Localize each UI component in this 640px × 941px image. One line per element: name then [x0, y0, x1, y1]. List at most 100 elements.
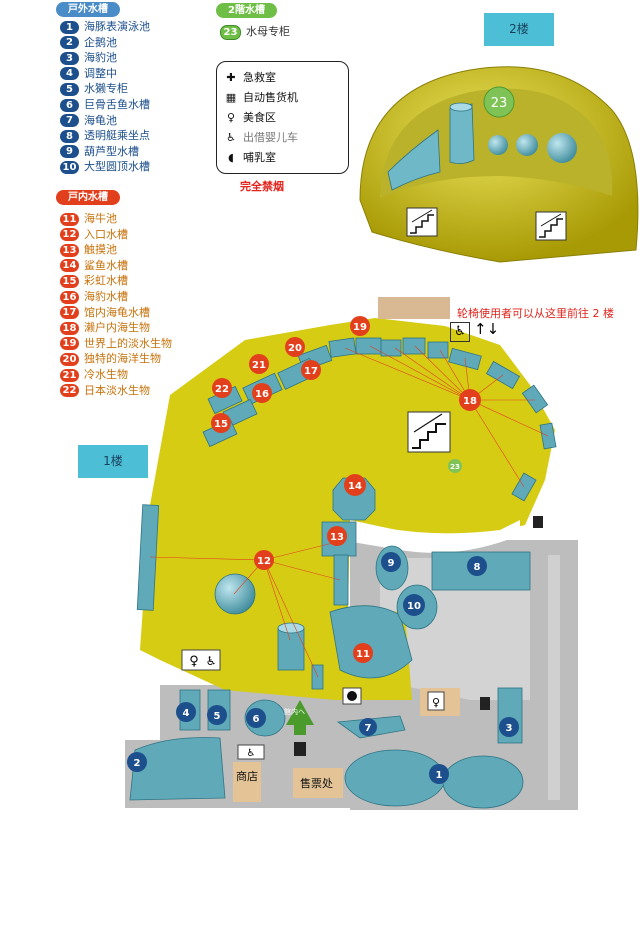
svg-text:4: 4 [183, 708, 190, 719]
floor2-header: 2階水槽 [216, 3, 277, 18]
svg-text:6: 6 [253, 714, 260, 725]
svg-text:23: 23 [450, 463, 460, 471]
legend-item: 13 触摸池 [60, 242, 117, 258]
tank-label: 企鹅池 [84, 35, 117, 49]
legend-item: 20 独特的海洋生物 [60, 351, 161, 367]
svg-text:8: 8 [474, 562, 481, 573]
nursing-icon: ◖ [228, 151, 234, 164]
svg-text:17: 17 [304, 366, 318, 377]
tank-label: 独特的海洋生物 [84, 352, 161, 366]
tank-number: 12 [60, 228, 79, 242]
wheelchair-icon: ♿ [450, 322, 470, 342]
stairs-icon [406, 207, 438, 237]
first-aid-icon [342, 687, 362, 705]
stroller-icon: ♿ [226, 131, 236, 144]
restroom-icon: ♀ ♿ [181, 649, 221, 671]
svg-text:12: 12 [257, 556, 271, 567]
tank-number: 6 [60, 98, 79, 112]
legend-item: 12 入口水槽 [60, 227, 128, 243]
svg-text:18: 18 [463, 396, 477, 407]
tank-label: 大型圆顶水槽 [84, 160, 150, 174]
tank-label: 水獭专柜 [84, 82, 128, 96]
shop-label: 商店 [236, 770, 258, 783]
wheelchair-note: 轮椅使用者可以从这里前往 2 楼 [457, 307, 614, 320]
facility-label: 美食区 [243, 111, 276, 124]
tank-label: 冷水生物 [84, 368, 128, 381]
tank-number: 20 [60, 352, 79, 366]
facility-label: 急救室 [243, 71, 276, 84]
svg-text:21: 21 [252, 360, 266, 371]
svg-text:♿: ♿ [206, 654, 217, 668]
elevator-arrows-icon: ↑↓ [474, 320, 500, 338]
tank-label: 世界上的淡水生物 [84, 336, 172, 350]
no-smoking-note: 完全禁烟 [240, 180, 284, 193]
tank-label: 触摸池 [84, 243, 117, 257]
tank-label: 海豹池 [84, 51, 117, 65]
tank-number: 13 [60, 243, 79, 257]
outdoor-header: 戸外水槽 [56, 2, 120, 17]
tank-label: 葫芦型水槽 [84, 144, 139, 158]
floor1-label: 1楼 [78, 445, 148, 478]
svg-text:20: 20 [288, 343, 302, 354]
tank-label: 濑户内海生物 [84, 321, 150, 335]
tank-number: 15 [60, 274, 79, 288]
svg-text:22: 22 [215, 384, 229, 395]
svg-text:♀: ♀ [189, 654, 199, 669]
tank-label: 巨骨舌鱼水槽 [84, 98, 150, 111]
entrance-label: 館内へ [284, 708, 305, 716]
legend-item: 11 海牛池 [60, 211, 117, 227]
svg-text:23: 23 [491, 96, 508, 111]
legend-item: 15 彩虹水槽 [60, 273, 128, 289]
legend-item: 10 大型圆顶水槽 [60, 159, 150, 175]
svg-text:♀: ♀ [432, 696, 440, 709]
tank-number: 23 [220, 24, 241, 40]
legend-item: 6 巨骨舌鱼水槽 [60, 97, 150, 113]
first-aid-icon: ✚ [226, 71, 236, 84]
tank-number: 10 [60, 160, 79, 174]
svg-text:5: 5 [214, 711, 221, 722]
tank-label: 彩虹水槽 [84, 274, 128, 288]
tank-label: 入口水槽 [84, 227, 128, 241]
svg-text:10: 10 [407, 601, 421, 612]
facility-item: ♀ 美食区 [225, 109, 276, 125]
svg-text:7: 7 [365, 723, 372, 734]
facility-item: ◖哺乳室 [225, 149, 276, 165]
connector-lines [149, 345, 549, 678]
svg-text:9: 9 [388, 558, 395, 569]
tank-label: 海豚表演泳池 [84, 20, 150, 33]
tank-number: 1 [60, 20, 79, 34]
tank-number: 11 [60, 212, 79, 226]
svg-text:1: 1 [436, 770, 443, 781]
tank-number: 3 [60, 51, 79, 65]
svg-text:11: 11 [356, 649, 370, 660]
tank-number: 21 [60, 368, 79, 382]
floor2-dome: 23 [359, 66, 639, 263]
tank-label: 水母专柜 [246, 25, 290, 38]
svg-text:2: 2 [134, 758, 141, 769]
facility-label: 自动售货机 [243, 91, 298, 104]
tank-label: 海牛池 [84, 212, 117, 225]
stairs-icon [407, 411, 451, 453]
indoor-header: 戸内水槽 [56, 190, 120, 205]
tank-number: 5 [60, 82, 79, 96]
svg-text:3: 3 [506, 723, 513, 734]
food-icon: ♀ [427, 691, 445, 711]
facility-label: 出借婴儿车 [243, 131, 298, 144]
food-icon: ♀ [226, 111, 236, 124]
svg-text:14: 14 [348, 481, 362, 492]
floor2-item: 23 水母专柜 [220, 24, 290, 40]
tank-label: 海豹水槽 [84, 290, 128, 303]
entrance-arrow-icon [286, 700, 314, 735]
tank-label: 日本淡水生物 [84, 383, 150, 397]
floor2-label: 2楼 [484, 13, 554, 46]
tank-number: 19 [60, 337, 79, 351]
